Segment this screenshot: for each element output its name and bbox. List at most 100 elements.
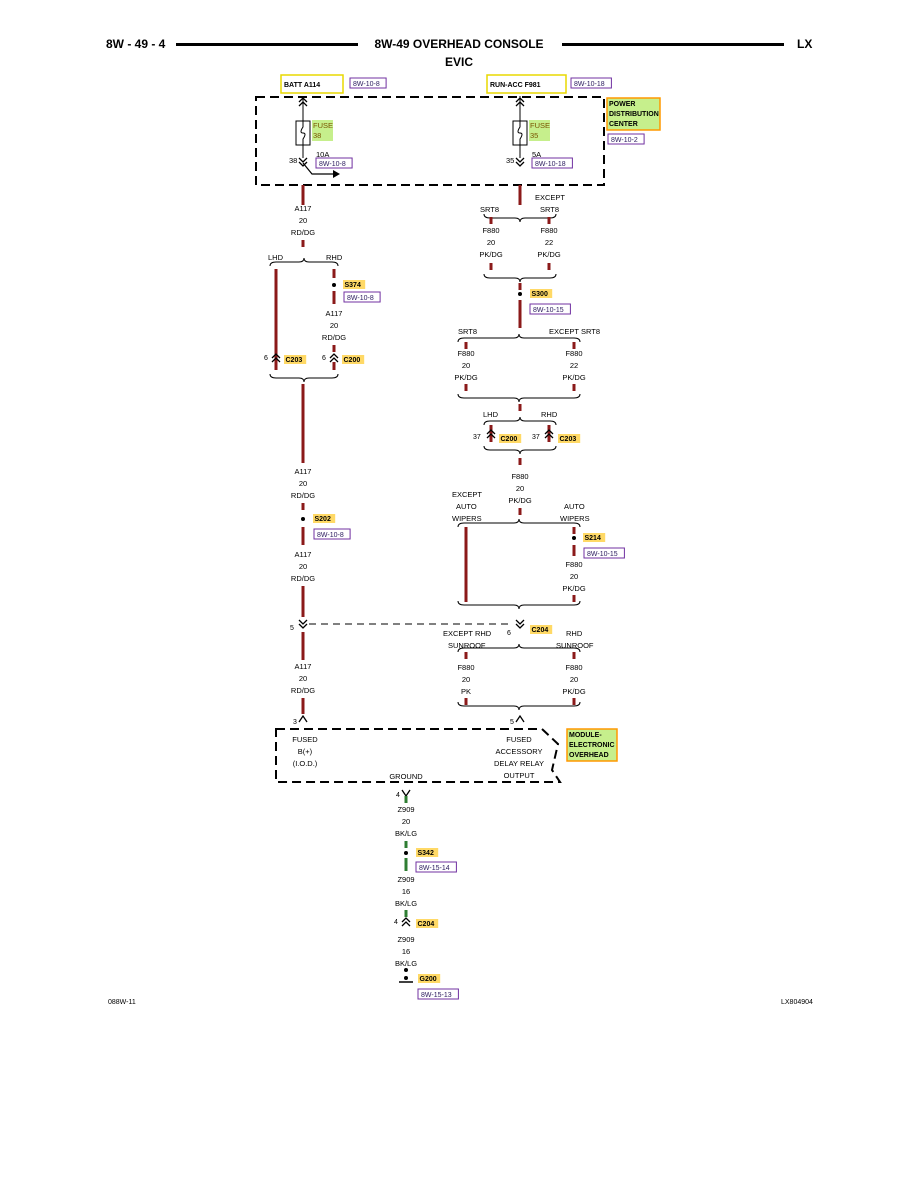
f880-label-auto-circuit: F880 (565, 560, 582, 569)
splice-s342-bg (416, 848, 439, 857)
fuse-38-number: 38 (313, 131, 321, 140)
connector-c200-f880-pin (486, 429, 496, 439)
source-box-batt (280, 74, 344, 94)
lhd-rhd-brace-2-top (483, 416, 557, 426)
page-number: 8W - 49 - 4 (106, 37, 166, 51)
splice-s214-dot (572, 536, 576, 540)
a117-label-2-gauge: 20 (299, 479, 307, 488)
connector-c204-right-pin (515, 619, 525, 629)
pdc-outline (255, 96, 605, 186)
f880-label-srt8-gauge: 20 (487, 238, 495, 247)
z909-label-2-gauge: 16 (402, 887, 410, 896)
source-label-batt: BATT A114 (284, 82, 320, 89)
f880-label-pk-color: PK (461, 687, 471, 696)
a117-label-1-gauge: 20 (299, 216, 307, 225)
fuse-35-ref-box (531, 157, 573, 169)
fuse-35-ref: 8W-10-18 (535, 161, 566, 168)
a117-label-4-gauge: 20 (299, 674, 307, 683)
rhd-label-3: RHD (566, 629, 583, 638)
z909-label-3-color: BK/LG (395, 959, 417, 968)
splice-s202-ref-box (313, 528, 351, 540)
lhd-label: LHD (268, 253, 284, 262)
fuse-38-branch (302, 162, 333, 175)
connector-c204-left-pin (298, 619, 308, 629)
f880-label-srt8-b-gauge: 20 (462, 361, 470, 370)
splice-s374-dot (332, 283, 336, 287)
module-name-line: OVERHEAD (569, 752, 609, 759)
sunroof-label-2: SUNROOF (556, 641, 594, 650)
lhd-label-2: LHD (483, 410, 499, 419)
rhd-label: RHD (326, 253, 343, 262)
srt8-label: SRT8 (480, 205, 499, 214)
splice-s374: S374 (345, 282, 361, 289)
c200-pin-6: 6 (322, 355, 326, 362)
a117-label-2-color: RD/DG (291, 491, 315, 500)
splice-s342: S342 (418, 850, 434, 857)
module-outline (275, 728, 562, 783)
srt8-brace-top (483, 213, 557, 223)
source-ref-run: 8W-10-18 (574, 81, 605, 88)
a117-label-rhd-gauge: 20 (330, 321, 338, 330)
auto-label-2: AUTO (564, 502, 585, 511)
lhd-rhd-brace-bottom (269, 373, 339, 383)
pdc-name-line: POWER (609, 101, 635, 108)
connector-c203-f880-pin (544, 429, 554, 439)
connector-c204-ground-pin (401, 917, 411, 927)
f880-label-except-gauge: 22 (545, 238, 553, 247)
pdc-label-bg (606, 97, 661, 131)
z909-label-2-circuit: Z909 (397, 875, 414, 884)
splice-s374-bg (343, 280, 366, 289)
connector-c200-rhd-pin (329, 353, 339, 363)
connector-c204-ground-bg (416, 919, 439, 928)
connector-c203-f880-bg (558, 434, 581, 443)
module-pin-4-terminal (401, 789, 411, 798)
lhd-rhd-brace-2-bottom (483, 445, 557, 455)
f880-label-srt8-b-circuit: F880 (457, 349, 474, 358)
lhd-rhd-brace-top (269, 257, 339, 267)
pdc-pin-left-in (298, 97, 308, 107)
pdc-name-line: CENTER (609, 121, 638, 128)
source-label-run: RUN-ACC F981 (490, 82, 541, 89)
splice-s300-ref-box (529, 303, 571, 315)
f880-label-except-color: PK/DG (537, 250, 561, 259)
module-pin5-text: FUSED (506, 735, 532, 744)
connector-c200-f880-bg (499, 434, 522, 443)
splice-s300-ref: 8W-10-15 (533, 307, 564, 314)
module-pin5-text: ACCESSORY (496, 747, 543, 756)
f880-label-pkdg-circuit: F880 (565, 663, 582, 672)
c204-right-pin-6: 6 (507, 630, 511, 637)
pdc-pin-right-in (515, 97, 525, 107)
splice-s300: S300 (532, 291, 548, 298)
fuse-35-word: FUSE (530, 121, 550, 130)
a117-label-1-circuit: A117 (295, 204, 312, 213)
c200-pin-37: 37 (473, 434, 481, 441)
f880-label-srt8-color: PK/DG (479, 250, 503, 259)
z909-label-1-gauge: 20 (402, 817, 410, 826)
ground-g200-bg (418, 974, 441, 983)
f880-label-main-circuit: F880 (511, 472, 528, 481)
fuse-38-ref: 8W-10-8 (319, 161, 346, 168)
connector-c200-rhd: C200 (344, 357, 361, 364)
c203-pin-37: 37 (532, 434, 540, 441)
ground-g200-ref-box (417, 988, 459, 1000)
a117-label-4-circuit: A117 (295, 662, 312, 671)
module-pin3-text: B(+) (298, 747, 313, 756)
ground-g200-dot (404, 976, 408, 980)
f880-label-pkdg-gauge: 20 (570, 675, 578, 684)
f880-label-srt8-circuit: F880 (482, 226, 499, 235)
module-pin-5-terminal (515, 714, 525, 723)
fuse-38-element (300, 121, 306, 145)
source-ref-run-box (570, 77, 612, 89)
except-auto-label: EXCEPT (452, 490, 482, 499)
z909-label-1-color: BK/LG (395, 829, 417, 838)
wipers-brace-bottom (457, 600, 581, 610)
z909-label-3-circuit: Z909 (397, 935, 414, 944)
splice-s342-ref: 8W-15-14 (419, 865, 450, 872)
fuse-38-branch-arrow (333, 170, 340, 178)
module-ground-text: GROUND (389, 772, 423, 781)
source-ref-batt: 8W-10-8 (353, 81, 380, 88)
splice-s214-ref: 8W-10-15 (587, 551, 618, 558)
module-pin-4: 4 (396, 792, 400, 799)
f880-label-main-color: PK/DG (508, 496, 532, 505)
